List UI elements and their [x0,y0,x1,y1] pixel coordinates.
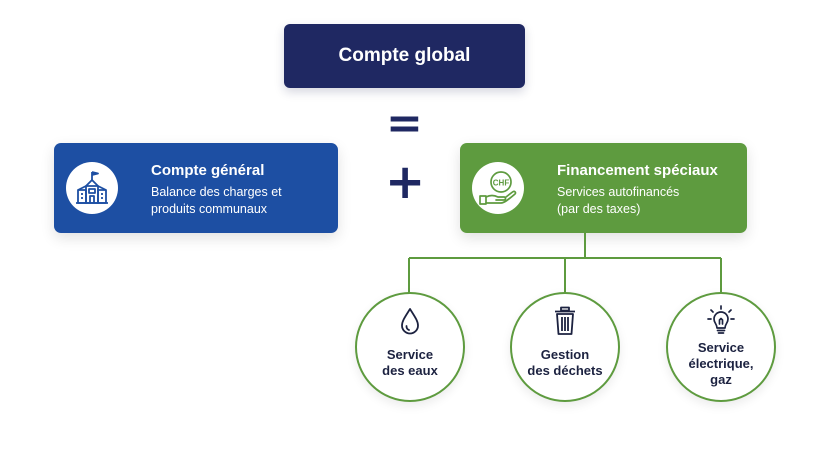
lightbulb-icon [707,305,735,334]
compte-global-title: Compte global [338,45,471,66]
financement-speciaux-description: Services autofinancés (par des taxes) [557,184,679,218]
compte-general-description: Balance des charges et produits communau… [151,184,282,218]
compte-general-desc-line1: Balance des charges et [151,185,282,199]
service-electrique-node: Service électrique, gaz [666,292,776,402]
compte-global-box: Compte global [284,24,525,88]
service-eaux-line1: Service [386,347,434,362]
financement-speciaux-desc-line2: (par des taxes) [557,202,641,216]
service-eaux-label: Service des eaux [357,347,463,379]
service-electrique-label: Service électrique, gaz [668,340,774,388]
equals-sign: = [386,98,423,149]
service-electrique-line2: électrique, [688,356,754,371]
gestion-dechets-line2: des déchets [527,363,603,378]
compte-general-card: Compte général Balance des charges et pr… [54,143,338,233]
service-electrique-line3: gaz [710,372,732,387]
town-hall-icon [66,162,118,214]
service-eaux-line2: des eaux [382,363,438,378]
financement-speciaux-title: Financement spéciaux [557,162,718,179]
chf-label: CHF [493,179,510,188]
service-eaux-node: Service des eaux [355,292,465,402]
compte-general-title: Compte général [151,162,265,179]
financement-speciaux-desc-line1: Services autofinancés [557,185,680,199]
plus-sign: + [385,154,426,210]
service-electrique-line1: Service [697,340,745,355]
trash-bin-icon [555,306,575,335]
gestion-dechets-node: Gestion des déchets [510,292,620,402]
water-drop-icon [401,308,419,335]
financement-speciaux-card: CHF Financement spéciaux Services autofi… [460,143,747,233]
compte-general-desc-line2: produits communaux [151,202,268,216]
gestion-dechets-line1: Gestion [540,347,590,362]
gestion-dechets-label: Gestion des déchets [512,347,618,379]
chf-hand-icon: CHF [472,162,524,214]
